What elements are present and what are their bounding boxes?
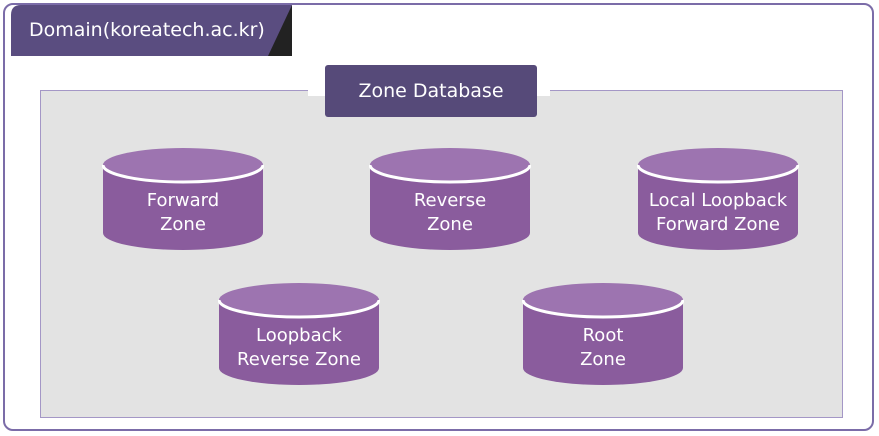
zone-label-line1: Root xyxy=(582,325,624,346)
forward-zone-cylinder: Forward Zone xyxy=(102,147,264,251)
root-zone-label: Root Zone xyxy=(522,324,684,372)
reverse-zone-label: Reverse Zone xyxy=(369,189,531,237)
zone-label-line2: Reverse Zone xyxy=(237,349,361,370)
forward-zone-label: Forward Zone xyxy=(102,189,264,237)
cylinder-icon xyxy=(637,148,799,250)
loopback-reverse-zone-label: Loopback Reverse Zone xyxy=(218,324,380,372)
cylinder-icon xyxy=(102,148,264,250)
domain-tab: Domain(koreatech.ac.kr) xyxy=(11,5,292,56)
local-loopback-forward-zone-label: Local Loopback Forward Zone xyxy=(637,189,799,237)
zone-panel xyxy=(40,90,843,418)
cylinder-icon xyxy=(218,283,380,385)
zone-label-line2: Zone xyxy=(160,214,206,235)
zone-label-line2: Forward Zone xyxy=(656,214,780,235)
loopback-reverse-zone-cylinder: Loopback Reverse Zone xyxy=(218,282,380,386)
reverse-zone-cylinder: Reverse Zone xyxy=(369,147,531,251)
zone-label-line2: Zone xyxy=(427,214,473,235)
local-loopback-forward-zone-cylinder: Local Loopback Forward Zone xyxy=(637,147,799,251)
zone-label-line1: Reverse xyxy=(413,190,487,211)
domain-tab-shape xyxy=(11,5,292,56)
root-zone-cylinder: Root Zone xyxy=(522,282,684,386)
cylinder-icon xyxy=(522,283,684,385)
zone-label-line2: Zone xyxy=(580,349,626,370)
zone-database-label: Zone Database xyxy=(325,65,537,117)
zone-label-line1: Local Loopback xyxy=(648,190,788,211)
domain-label: Domain(koreatech.ac.kr) xyxy=(29,19,265,41)
zone-label-line1: Forward xyxy=(146,190,220,211)
cylinder-icon xyxy=(369,148,531,250)
zone-label-line1: Loopback xyxy=(256,325,342,346)
